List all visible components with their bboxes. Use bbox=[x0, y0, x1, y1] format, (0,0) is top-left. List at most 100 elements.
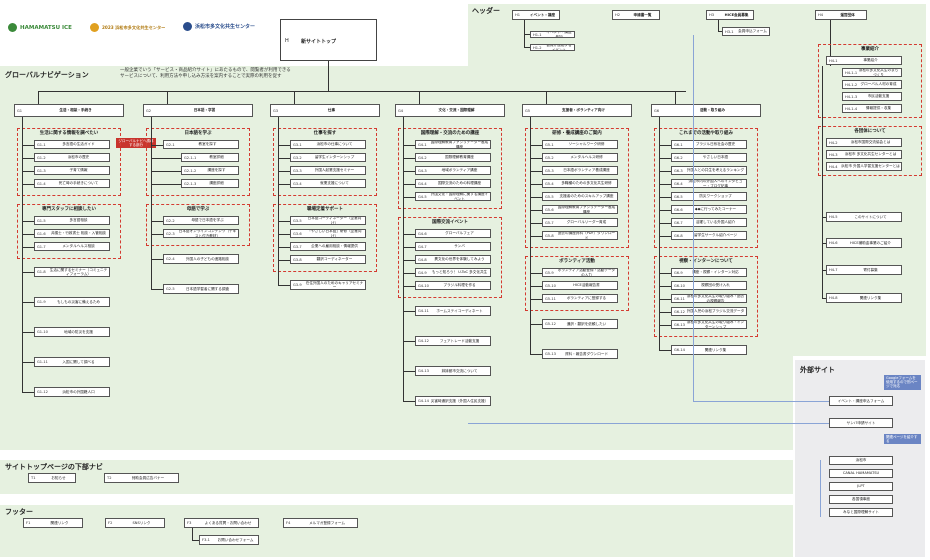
external-link-5[interactable]: みなと国際理解サイト bbox=[829, 508, 893, 517]
external-form-1[interactable]: イベント・講座申込フォーム bbox=[829, 396, 893, 406]
external-link-1[interactable]: 浜松市 bbox=[829, 456, 893, 465]
external-link-2[interactable]: CANAL HAMAMATSU bbox=[829, 469, 893, 478]
nav-node-g6-6[interactable]: G6-6◆◆に行ってみたコーナー bbox=[671, 205, 747, 214]
site-top-node[interactable]: H 新サイトトップ bbox=[280, 19, 377, 61]
